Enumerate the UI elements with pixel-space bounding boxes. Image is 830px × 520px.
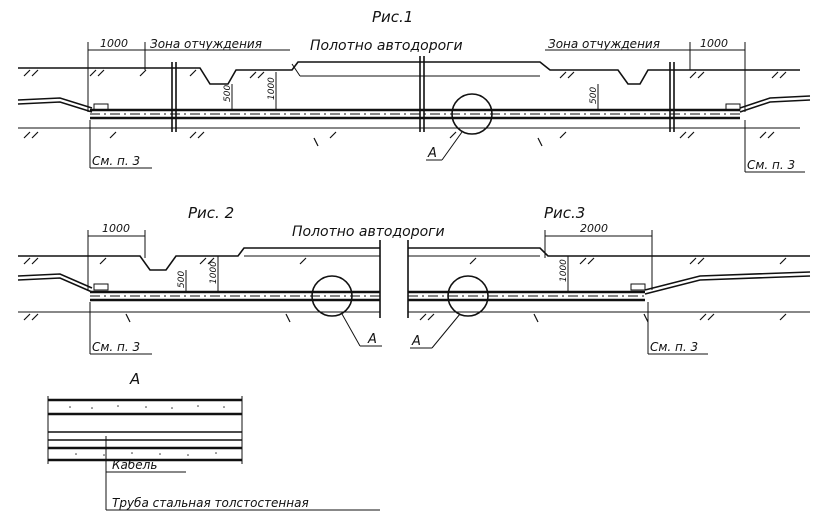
detail-title: А — [129, 370, 140, 388]
fig1-callout-leader — [441, 131, 463, 161]
fig1-detail-circle — [451, 93, 493, 135]
fig3-callout-leader — [431, 313, 461, 349]
detail-cable-label: Кабель — [112, 458, 157, 472]
fig1-zone-right: Зона отчуждения — [548, 37, 660, 51]
fig2-callout-leader — [341, 313, 361, 347]
fig2-pipe-end — [93, 283, 109, 291]
fig3-cable-tail — [644, 275, 811, 295]
fig2-ground-line — [18, 247, 380, 271]
fig1-callout-a: А — [427, 146, 437, 161]
fig2-dim-500: 500 — [177, 271, 187, 288]
fig3-callout-a: А — [411, 334, 421, 349]
fig1-soil-hatching — [23, 69, 787, 147]
fig3-pipe-end — [630, 283, 646, 291]
detail-a: А Кабель Труба стальная толстостенная — [47, 370, 380, 511]
fig2-dim-1000-vert: 1000 — [209, 261, 219, 284]
fig1-pipe-end-right — [725, 103, 741, 111]
fig1-ground-line — [18, 61, 800, 85]
fig1-cable-tail-left — [17, 97, 93, 109]
fig2-title: Рис. 2 — [188, 204, 234, 222]
fig3-ground-line — [408, 247, 810, 257]
fig3-soil-hatching — [419, 257, 787, 323]
fig1-note-right: См. п. 3 — [747, 158, 795, 172]
fig1-dim-500-left: 500 — [223, 85, 233, 102]
fig1-cable-tail-left — [17, 101, 93, 113]
fig3-note-right: См. п. 3 — [650, 340, 698, 354]
figure-2: Рис. 2 Полотно автодороги 1000 500 1000 … — [17, 204, 445, 355]
detail-wall-stipple — [69, 405, 225, 456]
fig3-dim-1000-vert: 1000 — [559, 259, 569, 282]
fig3-title: Рис.3 — [544, 204, 585, 222]
fig2-soil-hatching — [23, 257, 307, 323]
fig2-road-label: Полотно автодороги — [292, 224, 445, 240]
fig1-dim-500-right: 500 — [589, 87, 599, 104]
fig2-callout-a: А — [367, 332, 377, 347]
fig2-detail-circle — [311, 275, 353, 317]
fig1-note-left: См. п. 3 — [92, 154, 140, 168]
fig1-break-marks — [171, 56, 675, 132]
fig1-cable-tail-right — [739, 99, 811, 113]
fig1-pipe-end-left — [93, 103, 109, 111]
fig2-note-left: См. п. 3 — [92, 340, 140, 354]
fig3-cable-tail — [644, 271, 811, 291]
fig1-dim-1000-right: 1000 — [700, 37, 728, 50]
fig3-dim-2000: 2000 — [580, 222, 608, 235]
fig2-cable-tail — [17, 277, 93, 293]
fig1-road-shoulder — [291, 63, 301, 77]
fig1-road-label: Полотно автодороги — [310, 38, 463, 54]
fig1-title: Рис.1 — [372, 8, 413, 26]
fig2-dim-1000: 1000 — [102, 222, 130, 235]
fig1-cable-tail-right — [739, 95, 811, 109]
fig2-cable-tail — [17, 273, 93, 289]
figure-3: Рис.3 2000 1000 А См. п. 3 — [407, 204, 811, 355]
fig3-detail-circle — [447, 275, 489, 317]
fig1-zone-left: Зона отчуждения — [150, 37, 262, 51]
detail-pipe-label: Труба стальная толстостенная — [112, 496, 309, 510]
fig1-dim-1000-left: 1000 — [100, 37, 128, 50]
fig1-dim-1000-mid: 1000 — [267, 77, 277, 100]
figure-1: Рис.1 Полотно автодороги Зона отчуждения… — [17, 8, 811, 173]
